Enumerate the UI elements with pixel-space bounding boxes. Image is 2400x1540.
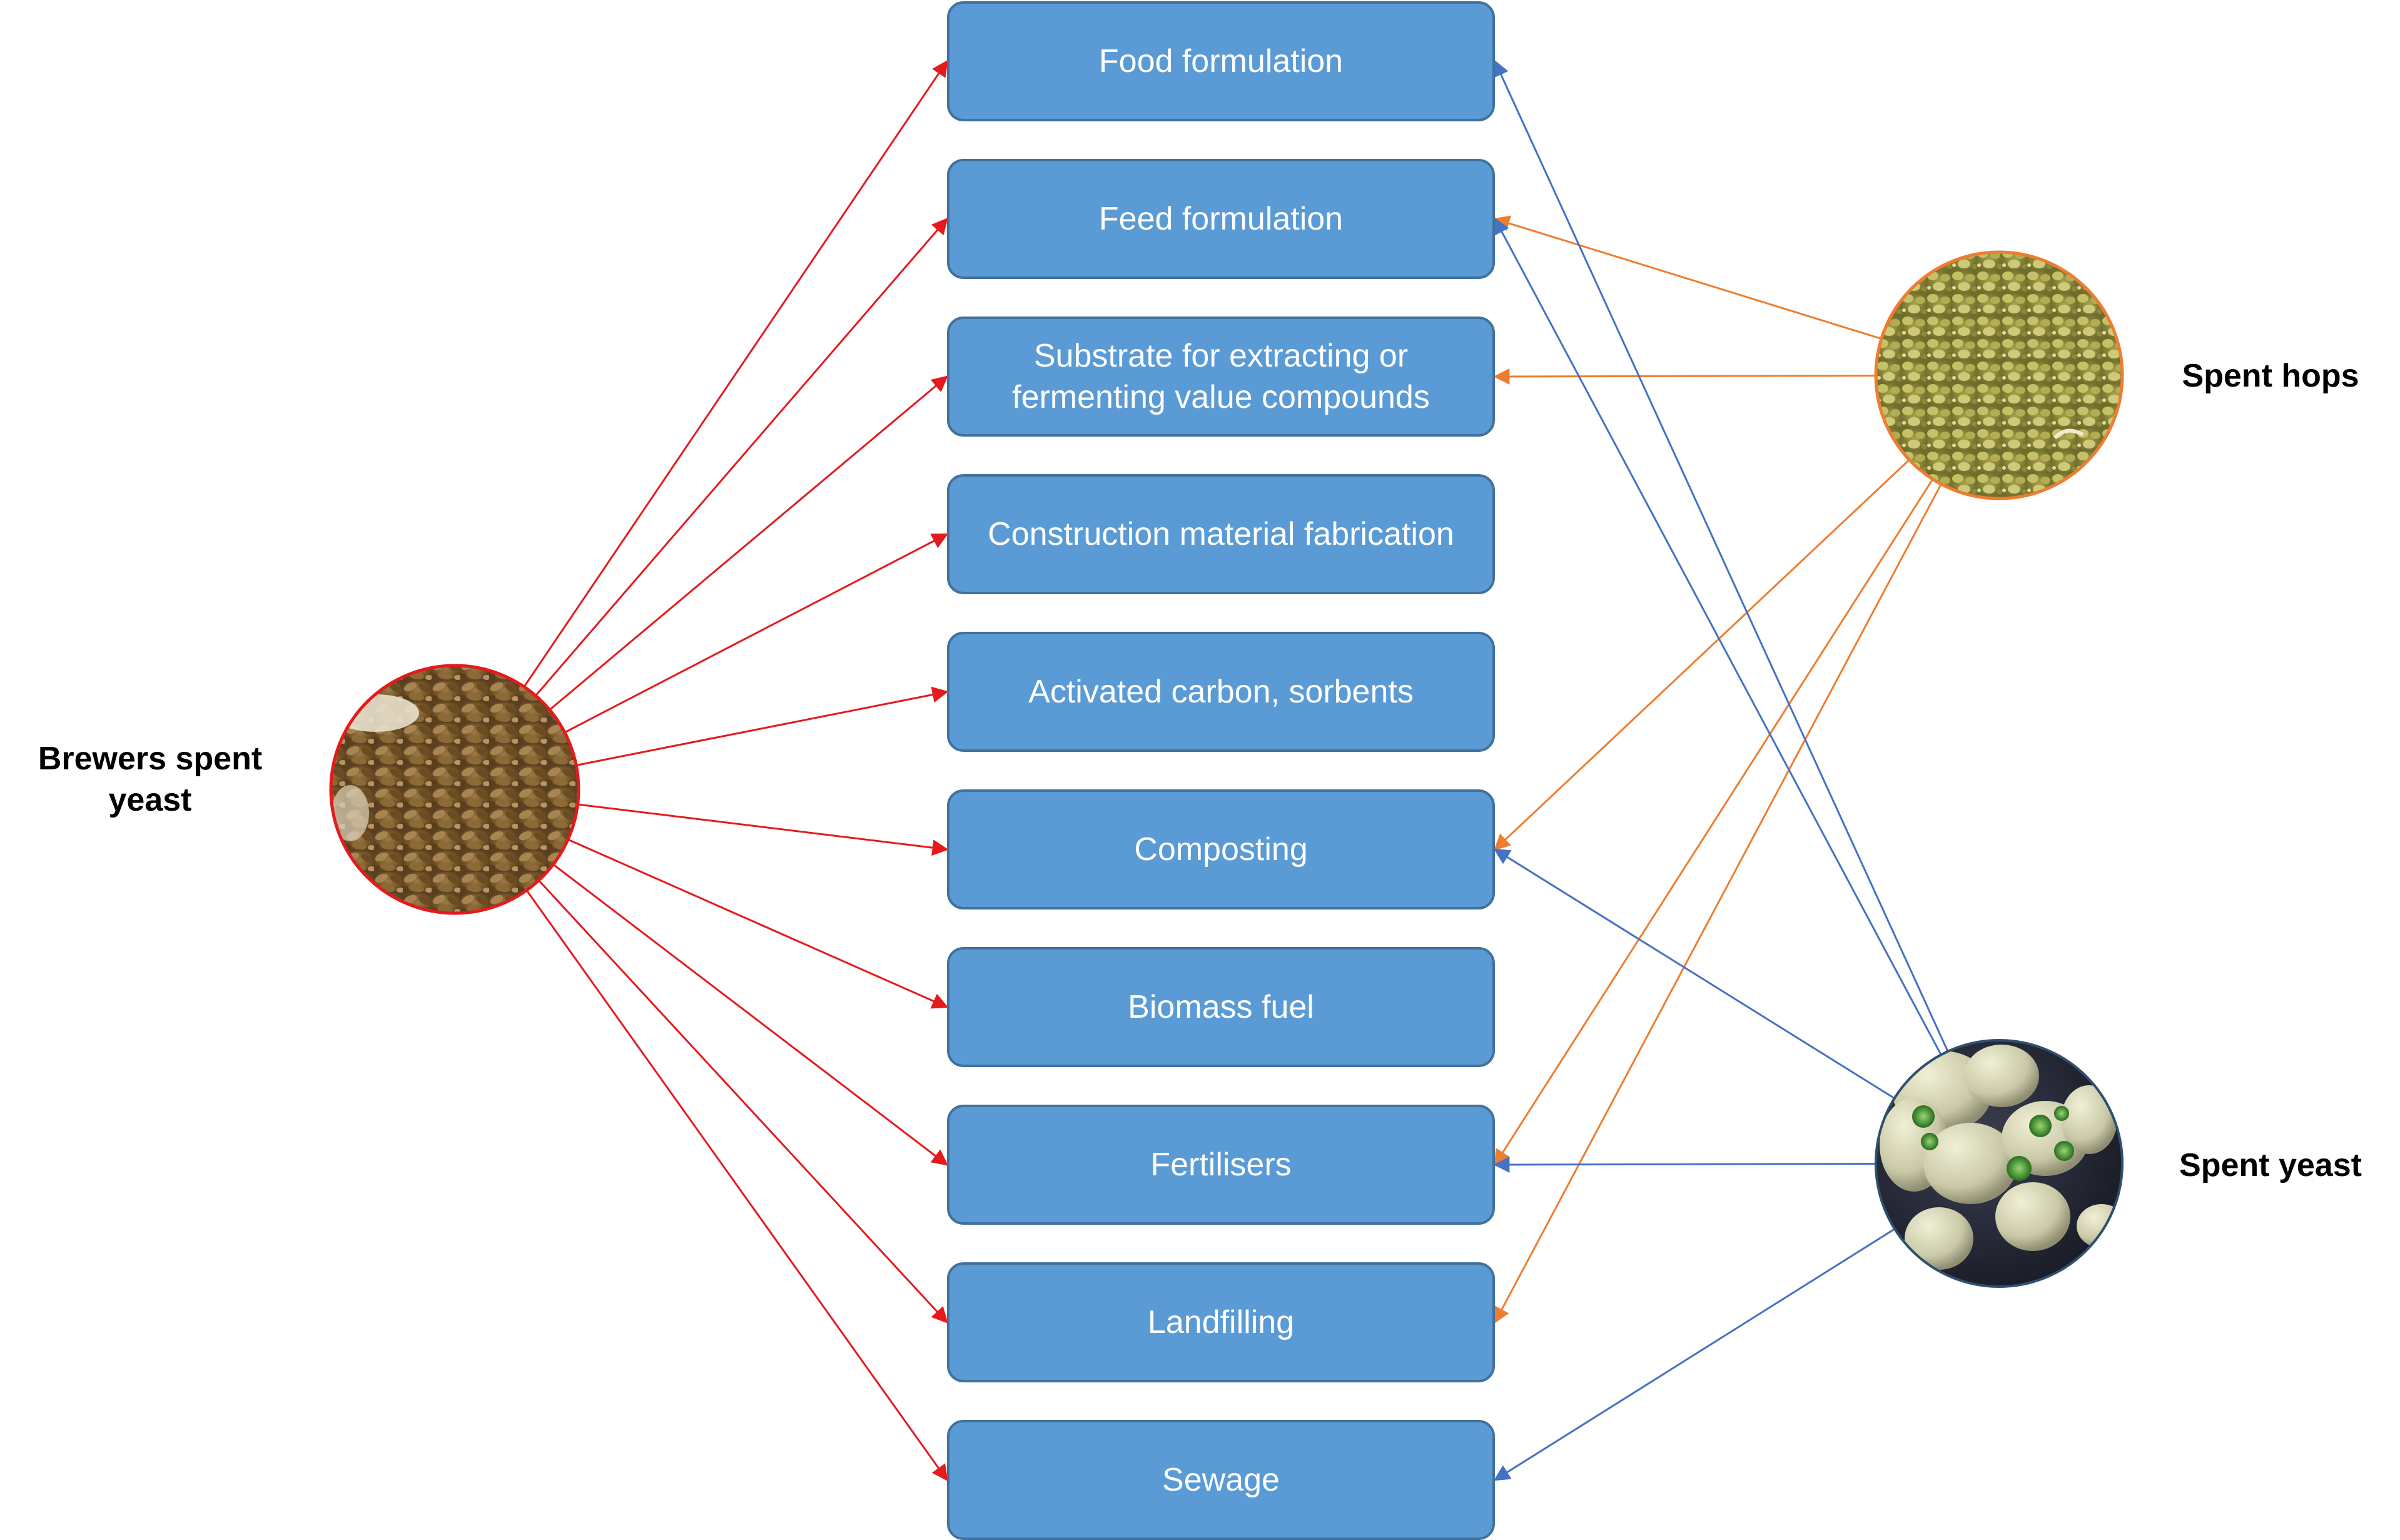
arrow-brewers-to-food <box>523 59 948 687</box>
arrow-hops-to-substrate <box>1493 368 1876 385</box>
spent-yeast-label: Spent yeast <box>2179 1147 2362 1183</box>
destination-composting: Composting <box>947 789 1495 909</box>
spent-hops-image <box>1874 250 2124 500</box>
arrow-brewers-to-feed <box>535 218 948 697</box>
destination-construction-material: Construction material fabrication <box>947 474 1495 594</box>
destination-label: Fertilisers <box>1150 1147 1292 1183</box>
destination-sewage: Sewage <box>947 1420 1495 1540</box>
arrow-hops-to-composting <box>1494 458 1910 851</box>
arrow-yeast-to-food <box>1493 59 1949 1052</box>
destination-label: Composting <box>1134 831 1308 868</box>
destination-label: Activated carbon, sorbents <box>1028 674 1414 710</box>
destination-landfilling: Landfilling <box>947 1262 1495 1382</box>
destination-activated-carbon: Activated carbon, sorbents <box>947 632 1495 752</box>
brewers-spent-yeast-label: Brewers spent yeast <box>38 741 263 818</box>
arrow-yeast-to-composting <box>1493 848 1895 1100</box>
arrow-brewers-to-composting <box>577 803 949 856</box>
destination-label: Landfilling <box>1147 1304 1295 1340</box>
spent-hops-label: Spent hops <box>2182 358 2359 394</box>
brewers-spent-yeast-image <box>329 664 580 915</box>
spent-yeast-image <box>1875 1039 2124 1288</box>
arrow-brewers-to-sewage <box>525 889 948 1482</box>
destination-label: Feed formulation <box>1098 201 1344 237</box>
destination-label: Sewage <box>1162 1462 1280 1498</box>
arrow-hops-to-landfilling <box>1494 484 1942 1324</box>
arrow-brewers-to-substrate <box>549 375 948 711</box>
arrow-brewers-to-construction <box>564 533 949 734</box>
arrow-brewers-to-carbon <box>575 686 949 766</box>
arrow-hops-to-feed <box>1493 215 1882 340</box>
destination-substrate: Substrate for extracting or fermenting v… <box>947 317 1495 437</box>
arrow-layer <box>523 59 1949 1482</box>
arrow-brewers-to-landfilling <box>538 879 948 1324</box>
destination-label: Construction material fabrication <box>988 516 1454 552</box>
destination-fertilisers: Fertilisers <box>947 1105 1495 1225</box>
arrow-brewers-to-fertilisers <box>552 863 949 1166</box>
destination-label: Biomass fuel <box>1128 989 1314 1025</box>
arrow-hops-to-fertilisers <box>1494 479 1934 1167</box>
arrow-yeast-to-sewage <box>1493 1228 1895 1481</box>
destination-feed-formulation: Feed formulation <box>947 159 1495 279</box>
destination-biomass-fuel: Biomass fuel <box>947 947 1495 1067</box>
destination-label: Substrate for extracting or fermenting v… <box>1012 338 1430 415</box>
destination-food-formulation: Food formulation <box>947 1 1495 121</box>
arrow-brewers-to-biomass <box>567 838 949 1009</box>
arrow-yeast-to-feed <box>1494 217 1942 1055</box>
arrow-yeast-to-fertilisers <box>1493 1156 1876 1173</box>
destination-label: Food formulation <box>1098 43 1344 79</box>
